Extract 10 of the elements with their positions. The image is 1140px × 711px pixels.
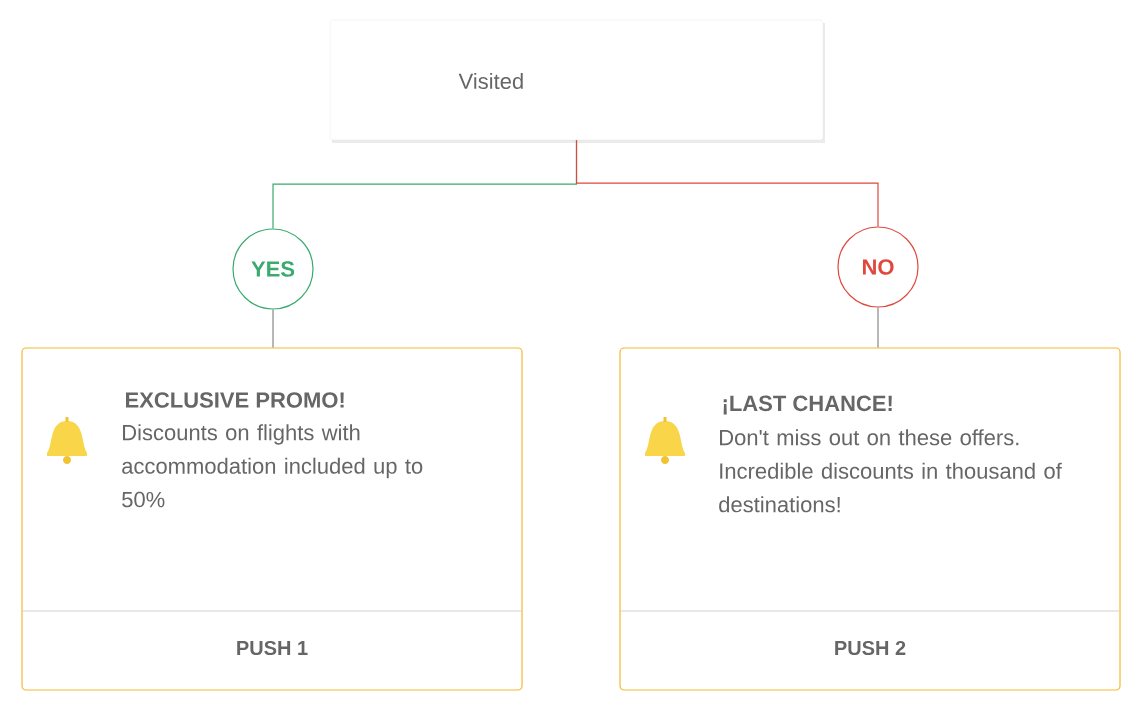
- push-label: PUSH 2: [835, 640, 906, 656]
- source-box: Visited: [329, 19, 825, 143]
- notification-body: Don't miss out on these offers. Incredible discounts in thousand of destinations!: [719, 429, 1062, 513]
- notification-body: Discounts on flights with accommodation included up to 50%: [122, 424, 423, 508]
- connector-line: [575, 139, 879, 227]
- connector-line: [877, 307, 879, 348]
- connector-line: [272, 309, 274, 348]
- notification-title: ¡LAST CHANCE!: [723, 395, 892, 415]
- notification-title: EXCLUSIVE PROMO!: [126, 392, 344, 408]
- push-label: PUSH 1: [237, 640, 308, 656]
